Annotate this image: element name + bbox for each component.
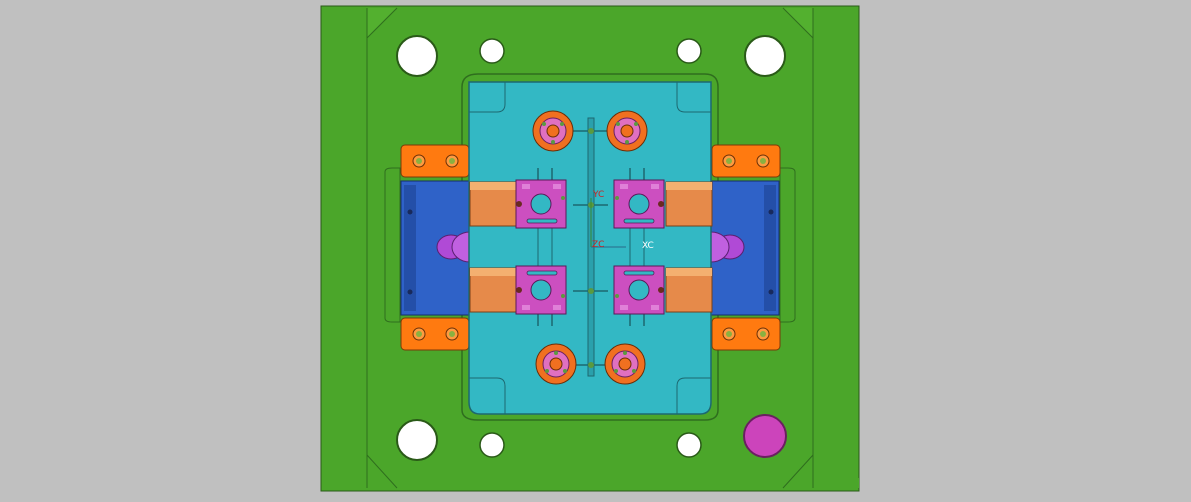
cavity-inserts[interactable] [515, 179, 665, 315]
guide-hole-top-left [396, 35, 438, 77]
guide-hole-bottom-left [396, 419, 438, 461]
cavity-pocket-outline [461, 73, 719, 421]
lock-plate-top-right [711, 144, 781, 178]
screw-hole-bottom-right [676, 432, 702, 458]
stop-button-bottom-right [743, 414, 787, 458]
wcs-triad-icon: YC ZC XC [590, 190, 654, 251]
slider-wedges[interactable] [469, 181, 713, 313]
xc-axis-label: XC [642, 241, 654, 251]
screw-hole-bottom-left [479, 432, 505, 458]
sprue-bushings[interactable] [532, 110, 648, 385]
guide-holes [396, 35, 787, 461]
yc-axis-label: YC [592, 190, 604, 200]
cavity-insert-upper-right [613, 179, 665, 229]
left-slider-assembly[interactable] [384, 144, 489, 351]
lock-plate-top-left [400, 144, 470, 178]
lock-plate-bottom-left [400, 317, 470, 351]
guide-hole-top-right [744, 35, 786, 77]
screw-hole-top-left [479, 38, 505, 64]
cavity-insert-lower-left [515, 265, 567, 315]
cavity-insert-lower-right [613, 265, 665, 315]
lock-plate-bottom-right [711, 317, 781, 351]
screw-hole-top-right [676, 38, 702, 64]
sprue-bushing-top-right [606, 110, 648, 152]
sprue-bushing-bottom-left [535, 343, 577, 385]
cavity-insert-upper-left [515, 179, 567, 229]
sprue-bushing-top-left [532, 110, 574, 152]
zc-axis-label: ZC [592, 240, 604, 250]
sprue-bushing-bottom-right [604, 343, 646, 385]
